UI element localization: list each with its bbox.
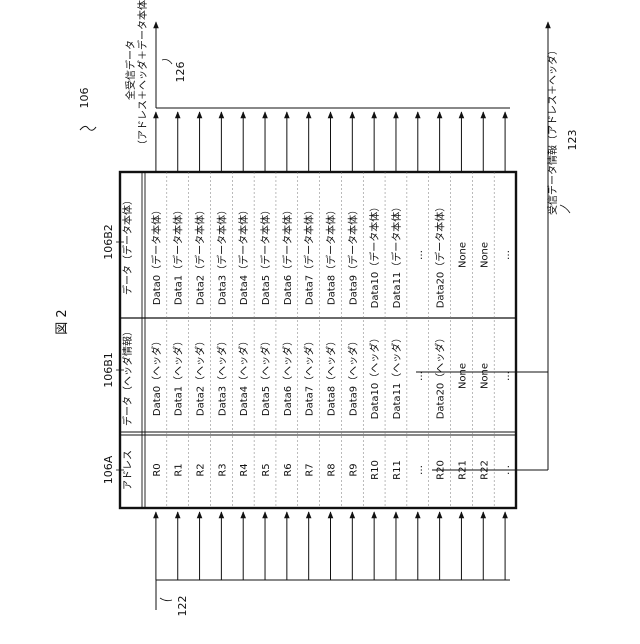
ref-106: 106 xyxy=(78,88,91,109)
cell-body: … xyxy=(501,250,512,260)
cell-address: … xyxy=(414,465,425,475)
cell-header: Data6（ヘッダ） xyxy=(281,336,294,416)
cell-header: Data7（ヘッダ） xyxy=(303,336,316,416)
cell-header: Data10（ヘッダ） xyxy=(368,333,381,420)
cell-body: None xyxy=(479,242,490,268)
cell-body: Data8（データ本体） xyxy=(325,205,338,305)
cell-address: R2 xyxy=(196,463,207,476)
ref-106-leader xyxy=(80,126,96,130)
header-header-data: データ（ヘッダ情報） xyxy=(121,326,134,426)
ref-122-leader xyxy=(160,598,172,601)
cell-body: Data20（データ本体） xyxy=(434,202,447,309)
cell-address: R9 xyxy=(348,463,359,476)
cell-body: Data3（データ本体） xyxy=(215,205,228,305)
ref-123: 123 xyxy=(566,130,579,151)
header-address: アドレス xyxy=(123,450,134,490)
output-right-label: 受信データ情報（アドレス＋ヘッダ） xyxy=(546,45,559,215)
cell-body: … xyxy=(414,250,425,260)
cell-address: R8 xyxy=(327,463,338,476)
ref-123-leader xyxy=(560,205,570,213)
cell-address: R10 xyxy=(370,460,381,480)
cell-body: Data5（データ本体） xyxy=(259,205,272,305)
cell-header: Data2（ヘッダ） xyxy=(194,336,207,416)
cell-header: Data9（ヘッダ） xyxy=(346,336,359,416)
cell-address: R4 xyxy=(239,463,250,476)
cell-header: Data0（ヘッダ） xyxy=(150,336,163,416)
cell-header: Data1（ヘッダ） xyxy=(172,336,185,416)
cell-address: R1 xyxy=(174,463,185,476)
cell-address: R3 xyxy=(217,463,228,476)
cell-body: Data2（データ本体） xyxy=(194,205,207,305)
cell-body: Data0（データ本体） xyxy=(150,205,163,305)
ref-122: 122 xyxy=(176,596,189,617)
cell-header: Data20（ヘッダ） xyxy=(434,333,447,420)
ref-126: 126 xyxy=(174,62,187,83)
ref-126-leader xyxy=(162,60,172,65)
cell-header: Data11（ヘッダ） xyxy=(390,333,403,420)
cell-body: Data1（データ本体） xyxy=(172,205,185,305)
figure-label: 図 2 xyxy=(55,309,70,334)
cell-header: Data3（ヘッダ） xyxy=(215,336,228,416)
cell-header: … xyxy=(501,371,512,381)
cell-header: None xyxy=(479,363,490,389)
cell-body: None xyxy=(457,242,468,268)
header-body-data: データ（データ本体） xyxy=(121,195,134,295)
cell-header: Data5（ヘッダ） xyxy=(259,336,272,416)
cell-body: Data10（データ本体） xyxy=(368,202,381,309)
cell-address: R0 xyxy=(152,463,163,476)
input-arrows xyxy=(156,512,505,580)
cell-body: Data7（データ本体） xyxy=(303,205,316,305)
output-arrows xyxy=(156,112,505,172)
cell-address: R11 xyxy=(392,460,403,480)
cell-address: R7 xyxy=(305,463,316,476)
cell-body: Data6（データ本体） xyxy=(281,205,294,305)
cell-address: R6 xyxy=(283,463,294,476)
cell-header: None xyxy=(457,363,468,389)
cell-body: Data9（データ本体） xyxy=(346,205,359,305)
cell-address: R5 xyxy=(261,463,272,476)
output-top-label-2: （アドレス＋ヘッダ＋データ本体） xyxy=(136,0,149,150)
ref-106b2: 106B2 xyxy=(102,224,115,260)
output-top-label-1: 全受信データ xyxy=(124,40,137,100)
table-rows: R0 Data0（ヘッダ） Data0（データ本体） R1 Data1（ヘッダ） Data… xyxy=(150,172,512,508)
ref-106a: 106A xyxy=(102,455,115,484)
cell-body: Data4（データ本体） xyxy=(237,205,250,305)
cell-header: Data4（ヘッダ） xyxy=(237,336,250,416)
ref-106b1: 106B1 xyxy=(102,352,115,388)
cell-body: Data11（データ本体） xyxy=(390,202,403,309)
cell-header: Data8（ヘッダ） xyxy=(325,336,338,416)
